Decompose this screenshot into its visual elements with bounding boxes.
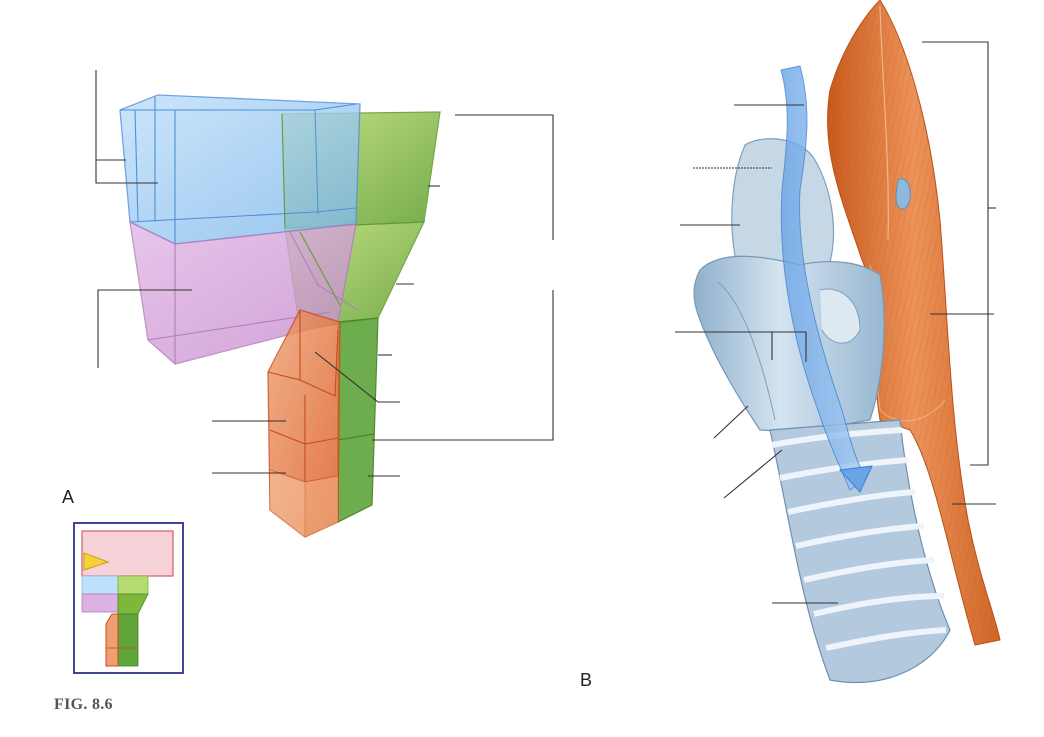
schematic-blocks [119,94,441,538]
blue-block [119,94,361,245]
panel-label-a: A [62,487,75,507]
trachea [769,419,951,684]
green-block-lower [337,317,379,523]
figure-caption: FIG. 8.6 [54,696,113,713]
inset-key [73,522,184,674]
leader-lines-b [675,41,996,604]
panel-label-b: B [580,670,593,690]
leader-lines-a [95,70,554,477]
anatomy-illustration [693,0,1001,684]
